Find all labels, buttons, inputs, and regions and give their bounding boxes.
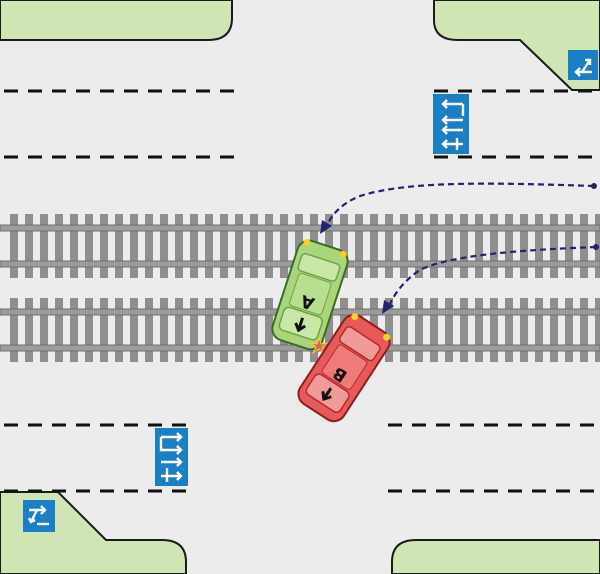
- rail-sleeper: [565, 214, 573, 278]
- collision-spark-icon: [309, 336, 329, 355]
- rail-sleeper: [505, 214, 513, 278]
- down-arrow-icon: [294, 317, 306, 333]
- rail-sleeper: [535, 214, 543, 278]
- rail-sleeper: [385, 298, 393, 362]
- path-car-b: [386, 245, 597, 309]
- rail-sleeper: [40, 214, 48, 278]
- rail-sleeper: [85, 214, 93, 278]
- rail-sleeper: [220, 214, 228, 278]
- rail-sleeper: [355, 214, 363, 278]
- rail-sleeper: [580, 214, 588, 278]
- rail-sleeper: [220, 298, 228, 362]
- rail-sleeper: [145, 298, 153, 362]
- rail-sleeper: [475, 214, 483, 278]
- rail-sleeper: [100, 214, 108, 278]
- rail-sleeper: [55, 214, 63, 278]
- rail-sleeper: [10, 298, 18, 362]
- rail-sleeper: [85, 298, 93, 362]
- rail-sleeper: [475, 298, 483, 362]
- rail-sleeper: [10, 214, 18, 278]
- rail-sleeper: [55, 298, 63, 362]
- rail-sleeper: [415, 298, 423, 362]
- rail-sleeper: [265, 298, 273, 362]
- rail-sleeper: [70, 214, 78, 278]
- rail-sleeper: [400, 214, 408, 278]
- car-a: A: [271, 239, 349, 351]
- path-arrow-b: [382, 300, 394, 314]
- rail-sleeper: [520, 298, 528, 362]
- rail-sleeper: [205, 214, 213, 278]
- grass-corner-bottom-right: [391, 539, 600, 574]
- rail-sleeper: [250, 298, 258, 362]
- rail-sleeper: [190, 214, 198, 278]
- rail-sleeper: [175, 298, 183, 362]
- rail-sleeper: [115, 214, 123, 278]
- rail-sleeper: [160, 298, 168, 362]
- rail-sleeper: [100, 298, 108, 362]
- rail: [0, 224, 600, 232]
- rail-sleeper: [460, 214, 468, 278]
- rail-sleeper: [415, 214, 423, 278]
- path-start-a: [591, 183, 597, 189]
- rail-sleeper: [130, 214, 138, 278]
- grass-corner-top-right: [433, 0, 600, 91]
- rail-sleeper: [190, 298, 198, 362]
- down-arrow-icon: [321, 387, 333, 401]
- car-b: B: [297, 313, 391, 423]
- rail-sleeper: [595, 298, 600, 362]
- rail-sleeper: [25, 298, 33, 362]
- rail-sleeper: [490, 298, 498, 362]
- rail-sleeper: [505, 298, 513, 362]
- rail-sleeper: [400, 298, 408, 362]
- grass-corner-top-left: [0, 0, 233, 41]
- rail-sleeper: [385, 214, 393, 278]
- rail-sleeper: [370, 214, 378, 278]
- rail-sleeper: [235, 214, 243, 278]
- rail-sleeper: [460, 298, 468, 362]
- lane-markings: [4, 89, 600, 493]
- lane-arrows-left-straight-icon: [433, 94, 469, 154]
- rail-sleeper: [565, 298, 573, 362]
- rail-sleeper: [520, 214, 528, 278]
- rail-sleeper: [550, 214, 558, 278]
- rail-sleeper: [145, 214, 153, 278]
- car-paths: [324, 182, 597, 309]
- rail-sleeper: [325, 298, 333, 362]
- right-turn-lane-icon: [23, 500, 55, 532]
- path-start-b: [593, 244, 599, 250]
- rail-sleeper: [205, 298, 213, 362]
- rail-sleeper: [130, 298, 138, 362]
- lane-arrows-straight-right-icon: [155, 428, 188, 486]
- path-arrow-a: [320, 220, 332, 234]
- rail-sleeper: [70, 298, 78, 362]
- rail-sleeper: [430, 298, 438, 362]
- rail-sleeper: [265, 214, 273, 278]
- rail-sleeper: [580, 298, 588, 362]
- rail-sleeper: [445, 214, 453, 278]
- right-turn-lane-icon: [568, 50, 598, 80]
- rail-sleeper: [430, 214, 438, 278]
- rail-sleeper: [235, 298, 243, 362]
- rail-sleeper: [550, 298, 558, 362]
- rail-sleeper: [115, 298, 123, 362]
- rail-sleeper: [535, 298, 543, 362]
- rail-sleeper: [40, 298, 48, 362]
- rail-sleeper: [175, 214, 183, 278]
- rail-sleeper: [160, 214, 168, 278]
- rail-sleeper: [250, 214, 258, 278]
- path-car-a: [324, 182, 595, 229]
- rail-sleeper: [445, 298, 453, 362]
- rail-sleeper: [280, 214, 288, 278]
- rail-sleeper: [490, 214, 498, 278]
- rail-sleeper: [25, 214, 33, 278]
- rail-sleeper: [340, 214, 348, 278]
